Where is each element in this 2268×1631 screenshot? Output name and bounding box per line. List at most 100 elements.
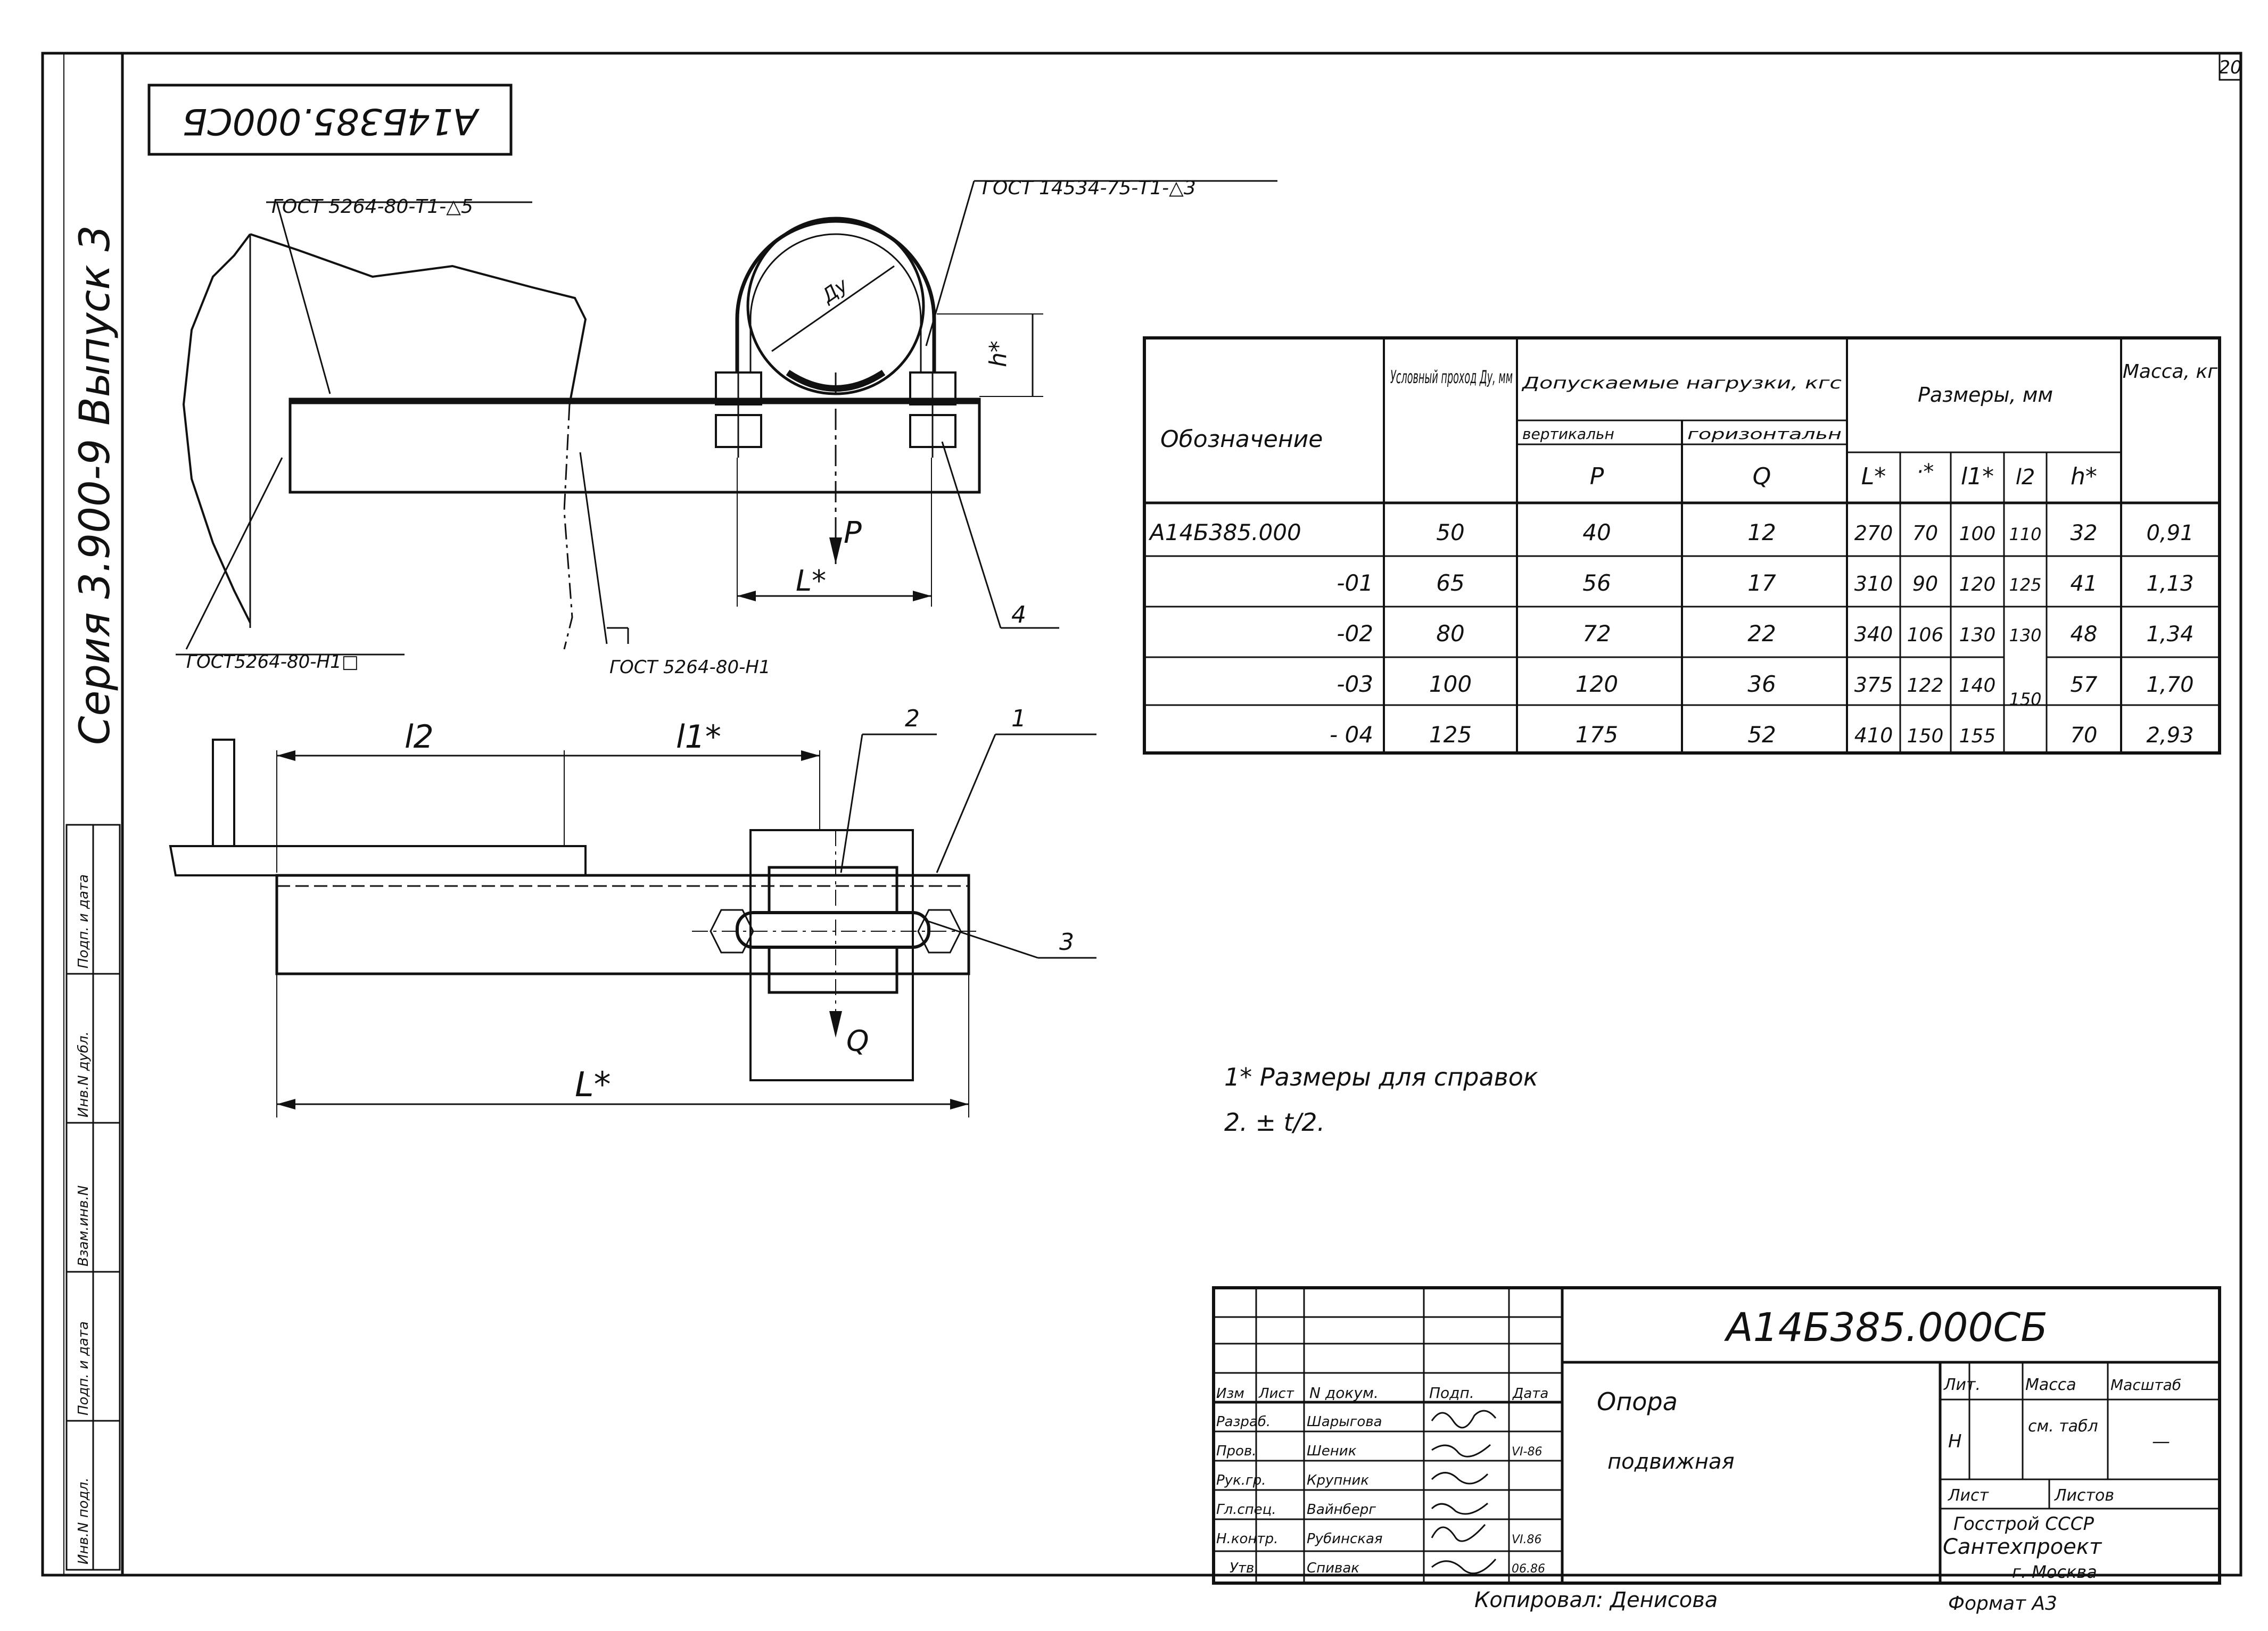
cell-p: 175 xyxy=(1576,722,1618,748)
cell-col2: 150 xyxy=(1907,725,1944,747)
header-l2: l2 xyxy=(2016,465,2035,490)
role-name: Спивак xyxy=(1307,1560,1359,1576)
cell-q: 36 xyxy=(1747,671,1776,697)
note-1: 1* Размеры для справок xyxy=(1224,1063,1538,1091)
note-2: 2. ± t/2. xyxy=(1224,1108,1325,1137)
cell-q: 12 xyxy=(1747,519,1776,545)
weld-callout-top-left: ГОСТ 5264-80-Т1-△5 xyxy=(271,196,473,218)
lit-label: Лит. xyxy=(1943,1376,1981,1394)
title-block-grid xyxy=(1212,1286,2221,1585)
header-p: P xyxy=(1590,463,1604,490)
product-name-line1: Опора xyxy=(1597,1387,1678,1416)
left-stamp-column xyxy=(65,824,121,1571)
stamp-label-2: Подп. и дата xyxy=(76,1321,92,1415)
p-load-label: P xyxy=(844,516,862,550)
header-h: h* xyxy=(2071,463,2097,490)
stamp-label-3: Взам.инв.N xyxy=(76,1186,92,1266)
cell-du: 125 xyxy=(1429,722,1472,748)
header-q: Q xyxy=(1753,463,1771,490)
cell-q: 52 xyxy=(1747,722,1776,748)
mass-label: Масса xyxy=(2025,1376,2076,1394)
cell-p: 120 xyxy=(1576,671,1618,697)
cell-l2: 150 xyxy=(2009,689,2041,709)
table-row: - 04 125 175 52 410 150 155 70 2,93 xyxy=(1330,722,2193,748)
item-2-label: 2 xyxy=(905,705,920,732)
table-row: -03 100 120 36 375 122 140 150 57 1,70 xyxy=(1337,671,2193,709)
role-name: Крупник xyxy=(1307,1472,1369,1488)
signature-row: Рук.гр. Крупник xyxy=(1216,1472,1369,1488)
head-izm: Изм xyxy=(1216,1386,1244,1402)
scale-label: Масштаб xyxy=(2110,1376,2181,1394)
role-label: Рук.гр. xyxy=(1216,1472,1266,1488)
role-date: VI-86 xyxy=(1512,1445,1542,1459)
cell-du: 65 xyxy=(1436,570,1464,596)
cell-designation: -01 xyxy=(1337,570,1373,596)
cell-p: 40 xyxy=(1582,519,1611,545)
org-line2: Сантехпроект xyxy=(1943,1535,2102,1559)
stamp-label-1: Инв.N подл. xyxy=(76,1477,92,1564)
cell-l2: 125 xyxy=(2009,575,2041,595)
weld-callout-bottom-left: ГОСТ5264-80-Н1□ xyxy=(186,651,359,673)
cell-du: 50 xyxy=(1436,519,1464,545)
cell-mass: 0,91 xyxy=(2146,521,2193,545)
cell-col2: 122 xyxy=(1907,675,1944,697)
role-date: 06.86 xyxy=(1512,1562,1545,1576)
role-label: Гл.спец. xyxy=(1216,1502,1276,1518)
cell-q: 22 xyxy=(1747,620,1776,647)
cell-l2: 110 xyxy=(2009,524,2041,544)
cell-q: 17 xyxy=(1747,570,1776,596)
header-designation: Обозначение xyxy=(1160,426,1323,453)
l1-dimension-label: l1* xyxy=(676,718,721,756)
series-label: Серия 3.900-9 Выпуск 3 xyxy=(71,225,119,745)
sheet-number: 20 xyxy=(2218,57,2241,78)
title-designation: А14Б385.000СБ xyxy=(1724,1305,2048,1351)
cell-l: 375 xyxy=(1854,673,1893,697)
signature-row: Пров. Шеник VI-86 xyxy=(1216,1443,1542,1459)
signature-row: Гл.спец. Вайнберг xyxy=(1216,1502,1376,1518)
side-view-drawing xyxy=(176,180,1277,656)
q-load-label: Q xyxy=(846,1024,869,1058)
cell-designation: - 04 xyxy=(1330,722,1373,748)
signature-row: Н.контр. Рубинская VI.86 xyxy=(1216,1531,1542,1547)
item-3-label: 3 xyxy=(1059,929,1074,956)
header-nominal: Условный проход Ду, мм xyxy=(1390,367,1513,388)
l-total-label: L* xyxy=(575,1065,611,1105)
sheet-label: Лист xyxy=(1948,1486,1990,1505)
item-1-label: 1 xyxy=(1011,705,1026,732)
weld-callout-bottom-mid: ГОСТ 5264-80-Н1 xyxy=(609,657,771,678)
cell-designation: -02 xyxy=(1337,620,1373,647)
rotated-designation-box: А14Б385.000СБ xyxy=(147,84,513,156)
role-name: Шарыгова xyxy=(1307,1414,1382,1430)
role-name: Рубинская xyxy=(1307,1531,1383,1547)
cell-l1: 140 xyxy=(1959,675,1996,697)
header-mass: Масса, кг xyxy=(2123,361,2218,383)
mass-value: см. табл xyxy=(2028,1417,2098,1436)
sheet-frame xyxy=(41,52,2242,1577)
head-data: Дата xyxy=(1512,1386,1548,1402)
signature-row: Разраб. Шарыгова xyxy=(1216,1414,1382,1430)
cell-l2: 130 xyxy=(2009,625,2041,645)
copied-by: Копировал: Денисова xyxy=(1474,1588,1718,1612)
cell-p: 56 xyxy=(1582,570,1611,596)
cell-l: 340 xyxy=(1854,623,1893,646)
weld-callout-top-right: ГОСТ 14534-75-Т1-△3 xyxy=(982,177,1196,199)
parameters-table-grid xyxy=(1143,336,2221,755)
table-row: -02 80 72 22 340 106 130 130 48 1,34 xyxy=(1337,620,2193,647)
header-l: L* xyxy=(1861,463,1886,490)
org-line1: Госстрой СССР xyxy=(1953,1513,2094,1535)
role-label: Пров. xyxy=(1216,1443,1257,1459)
plan-view-drawing xyxy=(169,733,1096,1117)
cell-l1: 100 xyxy=(1959,523,1996,545)
cell-p: 72 xyxy=(1582,620,1611,647)
sheets-label: Листов xyxy=(2054,1486,2114,1505)
header-l1: l1* xyxy=(1961,463,1994,490)
cell-l: 310 xyxy=(1854,572,1893,595)
product-name-line2: подвижная xyxy=(1607,1450,1735,1474)
table-row: А14Б385.000 50 40 12 270 70 100 110 32 0… xyxy=(1148,519,2194,545)
h-dimension-label: h* xyxy=(985,341,1012,367)
table-row: -01 65 56 17 310 90 120 125 41 1,13 xyxy=(1337,570,2193,596)
cell-mass: 1,13 xyxy=(2146,572,2193,596)
cell-designation: -03 xyxy=(1337,671,1373,697)
stamp-label-5: Подп. и дата xyxy=(76,874,92,968)
lit-value: Н xyxy=(1948,1431,1962,1452)
